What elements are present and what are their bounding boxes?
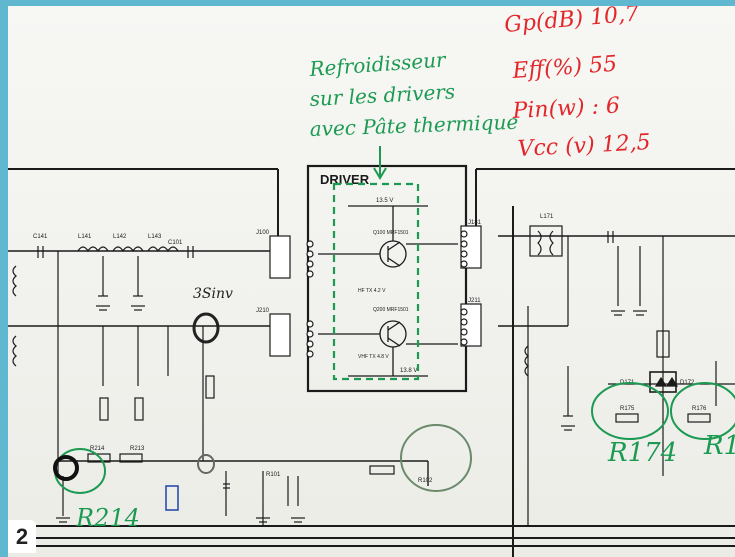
transistors [318, 205, 458, 377]
label-j181: J181 [468, 220, 482, 226]
left-components [12, 246, 395, 516]
vhf-tx-label: VHF TX 4.8 V [358, 354, 389, 360]
label-r101: R101 [266, 472, 281, 478]
note-r174: R174 [607, 438, 677, 468]
label-l142: L142 [113, 234, 127, 240]
voltage-top: 13.5 V [376, 198, 393, 204]
label-l171: L171 [540, 214, 554, 220]
schematic-drawing: J100 J210 J181 J211 R214 R213 R101 R102 … [8, 6, 735, 557]
schematic-paper: J100 J210 J181 J211 R214 R213 R101 R102 … [8, 6, 735, 557]
red-note-eff: Eff(%) 55 [511, 52, 618, 84]
ground-symbols [56, 305, 647, 523]
grey-circle-small [197, 454, 215, 474]
green-note: Refroidisseur sur les drivers avec Pâte … [308, 47, 519, 141]
label-c141: C141 [33, 234, 48, 240]
hf-tx-label: HF TX 4.2 V [358, 288, 386, 294]
label-c101: C101 [168, 240, 183, 246]
label-j211: J211 [468, 298, 481, 304]
label-r175: R175 [620, 406, 635, 412]
right-components [524, 225, 717, 423]
label-j210: J210 [256, 308, 270, 314]
printed-labels: J100 J210 J181 J211 R214 R213 R101 R102 … [33, 214, 707, 484]
connectors [269, 225, 482, 358]
label-r213: R213 [130, 446, 145, 452]
note-r1x: R1 [703, 431, 735, 461]
scribble-circle-3sinv [192, 312, 220, 344]
red-note-vcc: Vcc (v) 12,5 [517, 130, 651, 162]
green-circle-r102 [400, 424, 472, 492]
note-r214: R214 [75, 504, 140, 532]
green-note-line-3: avec Pâte thermique [309, 110, 518, 141]
heatsink-outline [332, 182, 420, 381]
black-circle-r214 [53, 455, 79, 481]
red-notes: Gp(dB) 10,7 Eff(%) 55 Pin(w) : 6 Vcc (v)… [503, 6, 651, 162]
q-top-label: Q100 MRF1501 [373, 230, 409, 236]
label-l143: L143 [148, 234, 162, 240]
label-j100: J100 [256, 230, 270, 236]
green-circle-d171 [591, 382, 669, 440]
figure-number-badge: 2 [8, 520, 36, 553]
schematic-lines [8, 164, 735, 557]
voltage-bottom: 13.8 V [400, 368, 417, 374]
heatsink-arrow [373, 146, 387, 180]
q-bottom-label: Q200 MRF1501 [373, 307, 409, 313]
note-3sinv: 3Sinv [193, 286, 233, 302]
label-r214: R214 [90, 446, 105, 452]
green-circle-d172 [670, 382, 735, 440]
label-l141: L141 [78, 234, 92, 240]
label-d172: D172 [680, 380, 695, 386]
label-r102: R102 [418, 478, 433, 484]
green-note-line-1: Refroidisseur [308, 47, 448, 81]
label-r176: R176 [692, 406, 707, 412]
red-note-gain: Gp(dB) 10,7 [503, 6, 640, 38]
driver-block-title: DRIVER [320, 172, 370, 187]
green-note-line-2: sur les drivers [309, 79, 456, 111]
red-note-pin: Pin(w) : 6 [511, 93, 621, 124]
